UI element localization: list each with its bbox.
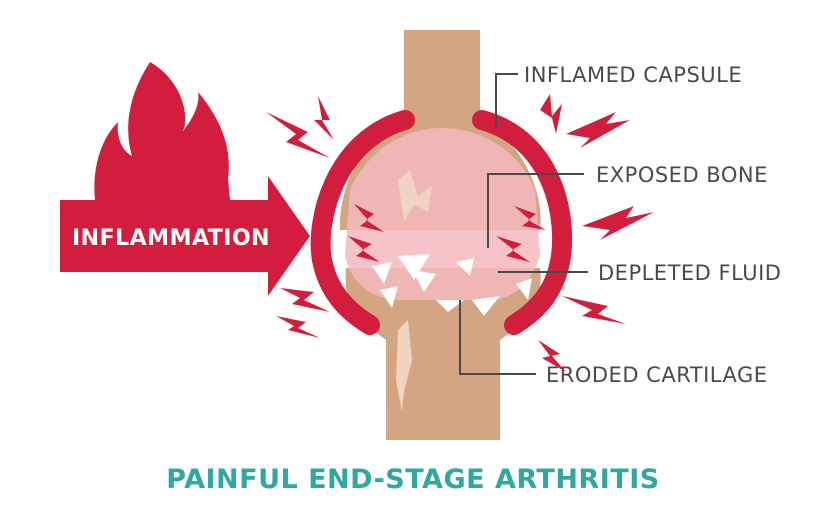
bone-crack-upper — [398, 170, 432, 222]
eroded-cartilage — [372, 254, 532, 316]
bone-crack-lower — [396, 320, 412, 412]
lower-bone — [345, 268, 541, 440]
inflammation-label: INFLAMMATION — [72, 226, 270, 251]
label-inflamed-capsule: INFLAMED CAPSULE — [524, 63, 742, 87]
inner-pain-bolts — [348, 204, 546, 262]
synovial-fluid — [345, 128, 540, 301]
flame-icon — [94, 62, 230, 200]
label-exposed-bone: EXPOSED BONE — [596, 163, 768, 187]
inflammation-arrow: INFLAMMATION — [60, 176, 310, 296]
inflamed-capsule — [310, 110, 572, 335]
pain-bolt-icon — [266, 94, 654, 372]
label-depleted-fluid: DEPLETED FLUID — [598, 261, 781, 285]
diagram-title: PAINFUL END-STAGE ARTHRITIS — [166, 464, 659, 495]
label-eroded-cartilage: ERODED CARTILAGE — [546, 363, 768, 387]
leader-lines — [459, 73, 588, 375]
